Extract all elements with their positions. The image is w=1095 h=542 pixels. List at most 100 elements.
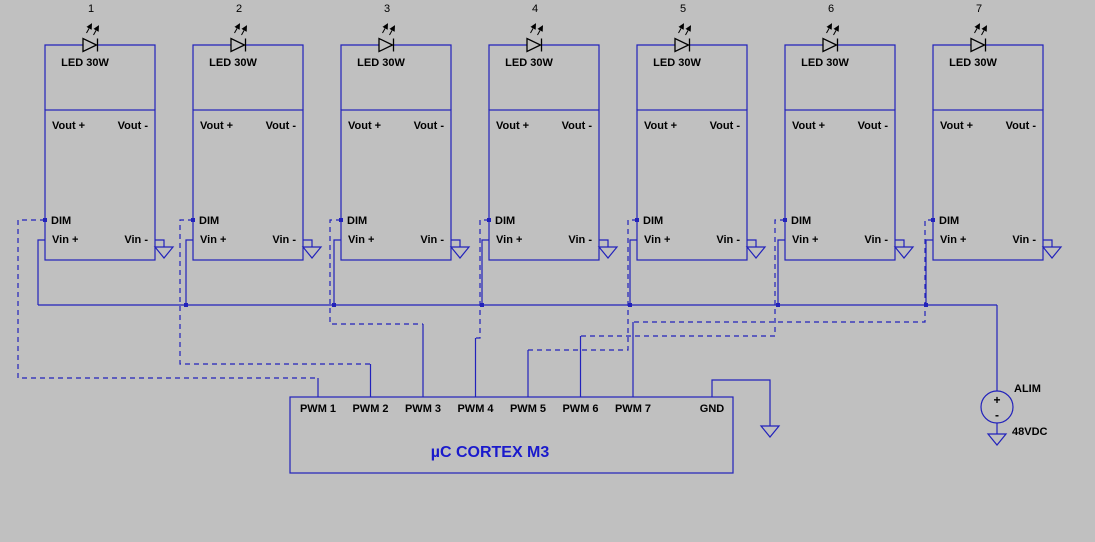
vout-plus-label: Vout +	[52, 120, 85, 132]
bus-junction-dot	[480, 303, 484, 307]
led-emission-arrow-icon	[974, 23, 980, 34]
ground-icon	[153, 246, 175, 259]
vin-minus-wire	[1043, 239, 1053, 247]
vin-plus-wire	[777, 239, 785, 305]
led-channel: 7 LED 30W Vout + Vout - DIM Vin + Vin -	[925, 3, 1063, 305]
vout-plus-label: Vout +	[348, 120, 381, 132]
led-channel: 4 LED 30W Vout + Vout - DIM Vin + Vin -	[481, 3, 619, 305]
driver-box	[340, 109, 452, 261]
bus-junction-dot	[924, 303, 928, 307]
channel-number: 3	[384, 3, 390, 15]
led-loop-wire	[44, 44, 156, 110]
channels-layer: 1 LED 30W Vout + Vout - DIM Vin + Vin - …	[37, 3, 1063, 305]
dim-route-1	[17, 219, 318, 379]
led-loop-wire	[340, 44, 452, 110]
led-loop-wire	[636, 44, 748, 110]
vout-plus-label: Vout +	[940, 120, 973, 132]
led-diode-icon	[82, 37, 98, 53]
led-emission-arrow-icon	[389, 25, 395, 36]
led-emission-arrow-icon	[537, 25, 543, 36]
vin-plus-label: Vin +	[792, 234, 818, 246]
dim-label: DIM	[791, 215, 811, 227]
vin-minus-wire	[155, 239, 165, 247]
led-wattage-label: LED 30W	[209, 57, 257, 69]
vin-minus-wire	[451, 239, 461, 247]
vout-plus-label: Vout +	[792, 120, 825, 132]
vin-plus-label: Vin +	[940, 234, 966, 246]
driver-box	[636, 109, 748, 261]
channel-number: 5	[680, 3, 686, 15]
source-plus-sign: +	[993, 393, 1000, 407]
led-emission-arrow-icon	[833, 25, 839, 36]
led-emission-arrow-icon	[685, 25, 691, 36]
vout-minus-label: Vout -	[118, 120, 149, 132]
dim-route-3	[329, 219, 423, 325]
bus-junction-dot	[776, 303, 780, 307]
vin-minus-label: Vin -	[864, 234, 888, 246]
dim-label: DIM	[199, 215, 219, 227]
driver-box	[932, 109, 1044, 261]
mcu-gnd-wire	[711, 379, 771, 426]
channel-number: 7	[976, 3, 982, 15]
led-emission-arrow-icon	[241, 25, 247, 36]
ground-icon	[759, 425, 781, 438]
channel-number: 4	[532, 3, 538, 15]
led-loop-wire	[192, 44, 304, 110]
mcu: PWM 1 PWM 2 PWM 3 PWM 4 PWM 5 PWM 6 PWM …	[289, 379, 781, 474]
power-bus	[38, 303, 997, 307]
bus-junction-dot	[184, 303, 188, 307]
led-channel: 5 LED 30W Vout + Vout - DIM Vin + Vin -	[629, 3, 767, 305]
led-wattage-label: LED 30W	[653, 57, 701, 69]
vin-plus-label: Vin +	[644, 234, 670, 246]
dim-label: DIM	[347, 215, 367, 227]
channel-number: 2	[236, 3, 242, 15]
ground-icon	[986, 433, 1008, 446]
led-emission-arrow-icon	[826, 23, 832, 34]
power-supply: + - ALIM 48VDC	[980, 305, 1048, 446]
alim-label: ALIM	[1014, 383, 1041, 395]
vin-plus-wire	[925, 239, 933, 305]
vin-plus-label: Vin +	[200, 234, 226, 246]
dim-route-2	[179, 219, 371, 365]
ground-icon	[893, 246, 915, 259]
source-minus-sign: -	[995, 408, 999, 422]
led-emission-arrow-icon	[530, 23, 536, 34]
vout-minus-label: Vout -	[266, 120, 297, 132]
vin-plus-wire	[629, 239, 637, 305]
led-diode-icon	[970, 37, 986, 53]
dim-route-5	[528, 219, 637, 351]
vin-plus-label: Vin +	[52, 234, 78, 246]
dim-route-4	[475, 219, 489, 339]
dim-label: DIM	[939, 215, 959, 227]
pwm-pin-label: PWM 2	[352, 403, 388, 415]
vout-minus-label: Vout -	[710, 120, 741, 132]
driver-box	[192, 109, 304, 261]
dim-route-6	[580, 219, 785, 337]
led-wattage-label: LED 30W	[949, 57, 997, 69]
vin-minus-wire	[895, 239, 905, 247]
led-loop-wire	[488, 44, 600, 110]
dim-route-7	[633, 219, 933, 323]
pwm-pin-label: PWM 7	[615, 403, 651, 415]
vin-minus-label: Vin -	[420, 234, 444, 246]
vin-minus-label: Vin -	[568, 234, 592, 246]
channel-number: 6	[828, 3, 834, 15]
pwm-pin-label: PWM 4	[457, 403, 494, 415]
gnd-pin-label: GND	[700, 403, 725, 415]
vin-minus-label: Vin -	[124, 234, 148, 246]
led-wattage-label: LED 30W	[357, 57, 405, 69]
ground-icon	[597, 246, 619, 259]
led-diode-icon	[822, 37, 838, 53]
led-wattage-label: LED 30W	[801, 57, 849, 69]
vin-minus-wire	[747, 239, 757, 247]
vin-minus-wire	[599, 239, 609, 247]
vin-minus-label: Vin -	[272, 234, 296, 246]
led-channel: 3 LED 30W Vout + Vout - DIM Vin + Vin -	[333, 3, 471, 305]
led-emission-arrow-icon	[382, 23, 388, 34]
vout-plus-label: Vout +	[644, 120, 677, 132]
led-diode-icon	[378, 37, 394, 53]
led-wattage-label: LED 30W	[61, 57, 109, 69]
led-emission-arrow-icon	[86, 23, 92, 34]
